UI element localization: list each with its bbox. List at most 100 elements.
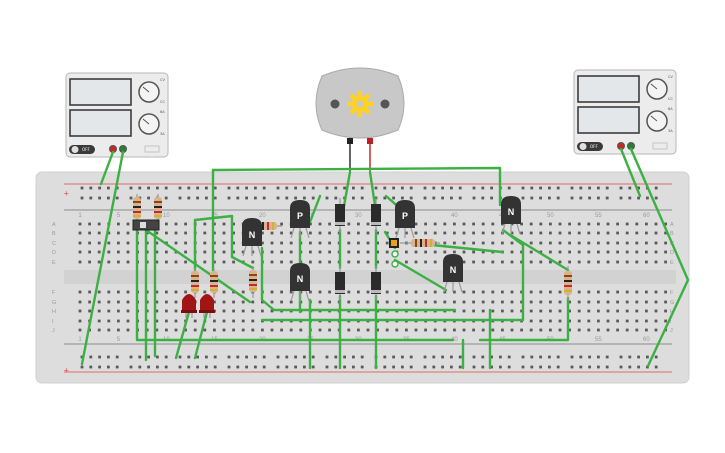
hole[interactable] [587, 328, 591, 332]
hole[interactable] [625, 231, 629, 235]
rail-hole[interactable] [401, 186, 404, 190]
diode[interactable] [335, 198, 345, 232]
rail-hole[interactable] [360, 186, 364, 190]
hole[interactable] [78, 290, 82, 294]
hole[interactable] [558, 328, 562, 332]
hole[interactable] [491, 300, 495, 304]
rail-hole[interactable] [334, 365, 338, 369]
hole[interactable] [654, 260, 658, 264]
hole[interactable] [395, 328, 399, 332]
hole[interactable] [472, 300, 475, 304]
hole[interactable] [203, 250, 207, 254]
hole[interactable] [88, 290, 91, 294]
hole[interactable] [664, 250, 667, 254]
hole[interactable] [539, 309, 543, 313]
hole[interactable] [616, 309, 619, 313]
hole[interactable] [280, 250, 283, 254]
resistor[interactable] [249, 266, 257, 298]
hole[interactable] [481, 231, 485, 235]
rail-hole[interactable] [311, 355, 315, 359]
rail-hole[interactable] [98, 355, 101, 359]
hole[interactable] [222, 328, 226, 332]
rail-hole[interactable] [285, 196, 289, 200]
rail-hole[interactable] [227, 186, 231, 190]
hole[interactable] [280, 328, 283, 332]
hole[interactable] [232, 300, 235, 304]
hole[interactable] [664, 260, 667, 264]
rail-hole[interactable] [80, 186, 84, 190]
hole[interactable] [241, 319, 245, 323]
hole[interactable] [376, 260, 379, 264]
hole[interactable] [616, 231, 619, 235]
hole[interactable] [97, 300, 101, 304]
hole[interactable] [549, 328, 552, 332]
hole[interactable] [347, 300, 351, 304]
rail-hole[interactable] [521, 365, 525, 369]
hole[interactable] [213, 300, 216, 304]
rail-hole[interactable] [556, 196, 560, 200]
rail-hole[interactable] [450, 186, 453, 190]
hole[interactable] [616, 222, 619, 226]
rail-hole[interactable] [80, 196, 84, 200]
rail-hole[interactable] [89, 365, 93, 369]
hole[interactable] [462, 231, 466, 235]
hole[interactable] [184, 328, 187, 332]
hole[interactable] [635, 250, 639, 254]
hole[interactable] [88, 241, 91, 245]
rail-hole[interactable] [579, 186, 583, 190]
hole[interactable] [433, 250, 437, 254]
rail-hole[interactable] [450, 196, 453, 200]
rail-hole[interactable] [441, 186, 444, 190]
hole[interactable] [366, 250, 370, 254]
hole[interactable] [78, 328, 82, 332]
hole[interactable] [481, 309, 485, 313]
rail-hole[interactable] [276, 355, 280, 359]
hole[interactable] [587, 260, 591, 264]
hole[interactable] [155, 300, 159, 304]
hole[interactable] [155, 290, 159, 294]
hole[interactable] [117, 231, 120, 235]
hole[interactable] [357, 231, 360, 235]
hole[interactable] [117, 250, 120, 254]
diode[interactable] [335, 266, 345, 300]
rail-hole[interactable] [401, 365, 404, 369]
hole[interactable] [491, 328, 495, 332]
hole[interactable] [424, 231, 427, 235]
hole[interactable] [357, 222, 360, 226]
hole[interactable] [88, 260, 91, 264]
rail-hole[interactable] [597, 196, 600, 200]
hole[interactable] [443, 290, 447, 294]
rail-hole[interactable] [236, 365, 240, 369]
rail-hole[interactable] [352, 196, 355, 200]
hole[interactable] [414, 290, 418, 294]
hole[interactable] [616, 328, 619, 332]
hole[interactable] [424, 290, 427, 294]
hole[interactable] [424, 260, 427, 264]
hole[interactable] [606, 319, 610, 323]
hole[interactable] [232, 241, 235, 245]
hole[interactable] [145, 309, 149, 313]
hole[interactable] [520, 290, 523, 294]
hole[interactable] [251, 319, 255, 323]
rail-hole[interactable] [401, 196, 404, 200]
rail-hole[interactable] [360, 355, 364, 359]
hole[interactable] [88, 309, 91, 313]
hole[interactable] [347, 250, 351, 254]
hole[interactable] [443, 328, 447, 332]
hole[interactable] [280, 260, 283, 264]
hole[interactable] [241, 250, 245, 254]
rail-hole[interactable] [115, 365, 119, 369]
hole[interactable] [501, 309, 504, 313]
hole[interactable] [328, 241, 331, 245]
hole[interactable] [414, 231, 418, 235]
rail-hole[interactable] [276, 196, 280, 200]
hole[interactable] [213, 222, 216, 226]
hole[interactable] [414, 250, 418, 254]
hole[interactable] [597, 222, 600, 226]
hole[interactable] [645, 319, 648, 323]
hole[interactable] [117, 260, 120, 264]
hole[interactable] [222, 222, 226, 226]
terminal-strip-bottom[interactable] [78, 290, 667, 332]
hole[interactable] [155, 260, 159, 264]
hole[interactable] [107, 260, 111, 264]
